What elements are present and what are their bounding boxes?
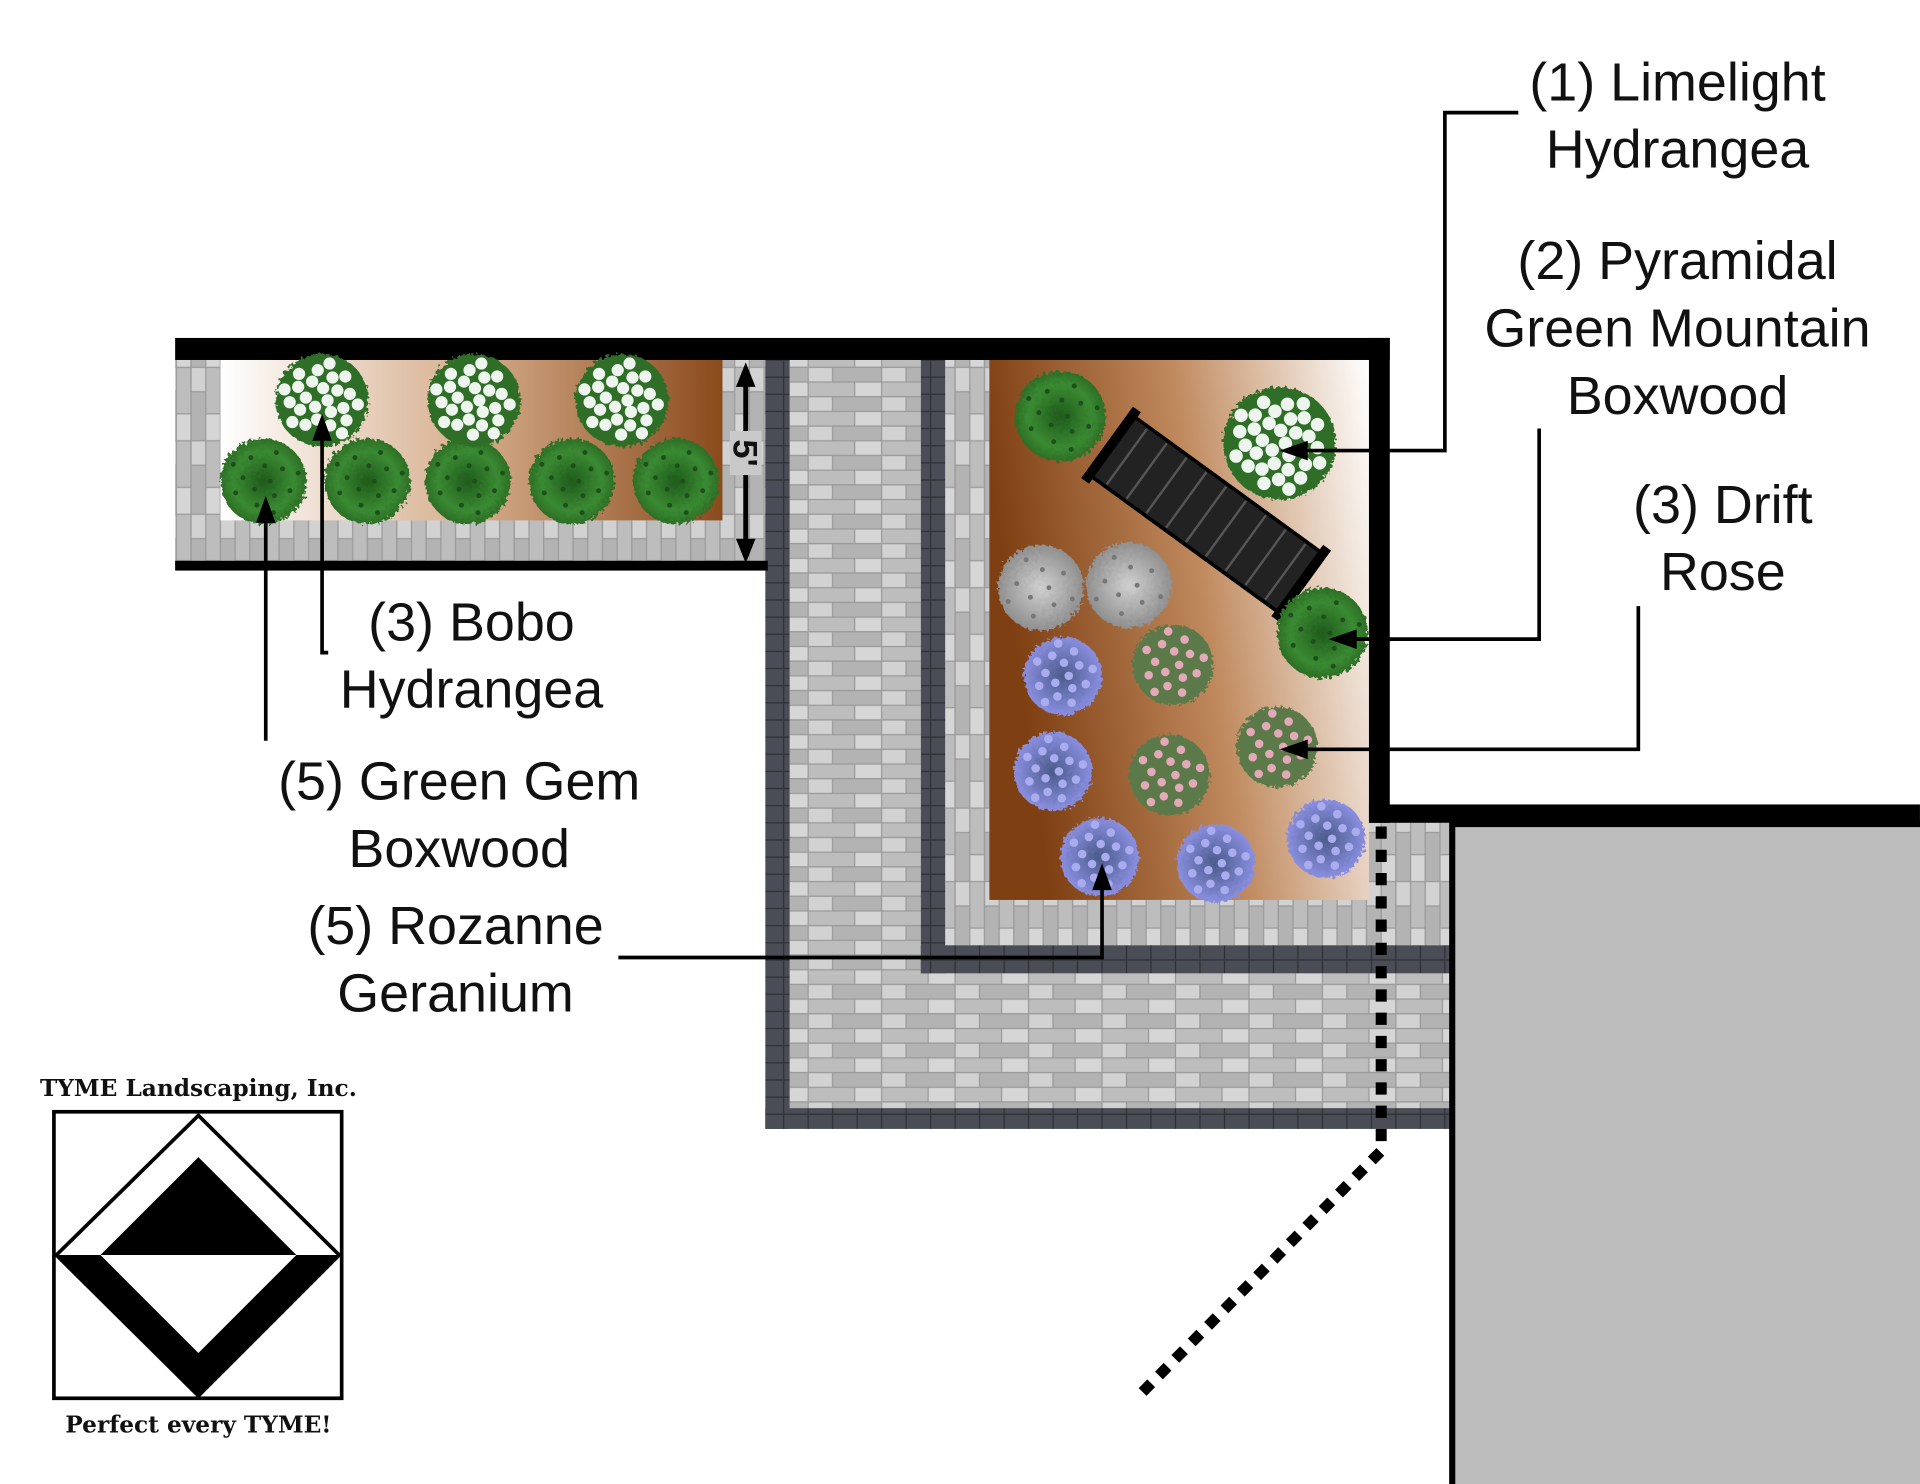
green-gem-boxwood [220,438,307,525]
label-pyramidal-line3: Boxwood [1567,366,1789,426]
label-pyramidal-line2: Green Mountain [1484,299,1870,359]
leader-rozanne [618,887,1104,960]
wall-outline [175,337,1920,823]
label-green-gem-line2: Boxwood [348,819,570,879]
bed-depth-dimension: 5' [725,362,763,564]
label-pyramidal-line1: (2) Pyramidal [1517,231,1837,291]
label-bobo-line2: Hydrangea [340,660,604,720]
boxwood [1015,371,1106,462]
rozanne-geranium [1013,732,1093,811]
logo-company-name: TYME Landscaping, Inc. [40,1075,357,1102]
boulder [997,544,1084,631]
green-gem-boxwood [324,438,411,525]
label-limelight-line1: (1) Limelight [1529,52,1825,112]
house [1449,820,1920,1484]
drift-rose [1128,734,1210,816]
label-limelight-line2: Hydrangea [1546,120,1810,180]
plants [220,353,1368,903]
leader-limelight [1304,110,1519,453]
rozanne-geranium [1286,799,1366,878]
label-drift-line1: (3) Drift [1633,475,1813,535]
leader-arrowheads [255,413,1357,891]
drift-rose [1132,624,1214,706]
walkway-vertical [789,359,921,974]
green-gem-boxwood [529,438,615,525]
label-green-gem-line1: (5) Green Gem [278,752,640,812]
green-gem-boxwood [424,438,511,525]
rozanne-geranium [1176,824,1256,903]
dark-edge-border [920,359,946,974]
bobo-hydrangea [275,353,369,447]
dark-edge-border [765,359,790,1129]
leader-drift-rose [1304,606,1641,752]
leader-pyramidal [1353,428,1541,641]
logo-tagline: Perfect every TYME! [65,1412,331,1439]
label-rozanne-line1: (5) Rozanne [307,896,603,956]
bobo-hydrangea [427,353,521,447]
walkway-horizontal [789,973,1451,1109]
dimension-label: 5' [725,439,763,466]
rozanne-geranium [1060,817,1139,897]
rozanne-geranium [1023,636,1103,716]
green-gem-boxwood [633,438,719,525]
boulder [1086,542,1172,629]
label-rozanne-line2: Geranium [337,963,573,1023]
label-bobo-line1: (3) Bobo [368,592,575,652]
bench [1081,406,1332,622]
label-drift-line2: Rose [1660,542,1786,602]
bobo-hydrangea [575,353,669,447]
leader-lines [263,110,1641,960]
company-logo: TYME Landscaping, Inc. Perfect every TYM… [40,1075,357,1439]
dark-edge-border [765,1108,1451,1129]
leader-bobo [320,438,329,655]
limelight-hydrangea [1223,386,1336,500]
